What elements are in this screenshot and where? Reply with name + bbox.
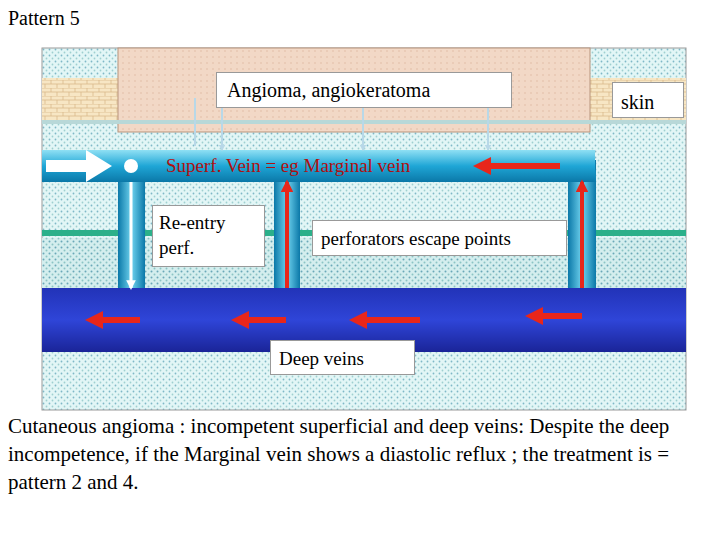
node-text: Deep veins: [270, 340, 415, 375]
angioma-block: [118, 48, 590, 132]
superficial-vein: [42, 150, 595, 182]
label-box: skin: [612, 82, 684, 118]
tissue-background: [42, 48, 686, 410]
diagram-title: Pattern 5: [8, 6, 80, 30]
reentry-perforator: [118, 170, 145, 300]
leak-line: [194, 98, 196, 146]
flow-arrow: [130, 182, 133, 288]
perforator-tube: [274, 170, 300, 300]
reflux-arrow: [482, 163, 560, 169]
node-text: Angioma, angiokeratoma: [217, 73, 511, 107]
inflow-arrow: [46, 150, 112, 182]
label-box: Re-entry perf.: [152, 205, 265, 267]
flow-arrow: [362, 108, 364, 150]
node-text: Re-entry perf.: [153, 206, 264, 264]
reflux-arrow: [94, 317, 140, 323]
vein-bend: [568, 150, 596, 182]
label-box: Angioma, angiokeratoma: [216, 72, 512, 108]
caption-text: Cutaneous angioma : incompetent superfic…: [8, 412, 714, 496]
reflux-arrow: [358, 317, 420, 323]
flow-arrow: [285, 182, 289, 288]
node-text: perforators escape points: [313, 221, 566, 257]
reflux-arrow: [534, 313, 582, 319]
node-text: Superf. Vein = eg Marginal vein: [166, 154, 410, 178]
vein-band: Deep veins: [42, 288, 686, 352]
flow-arrow: [487, 108, 489, 150]
label-box: perforators escape points: [312, 220, 567, 256]
flow-arrow: [221, 108, 223, 150]
reflux-arrow: [240, 317, 286, 323]
reentry-dot: [124, 159, 138, 173]
vein-band: Superf. Vein = eg Marginal vein: [42, 150, 595, 182]
flow-arrow: [580, 182, 584, 288]
node-text: skin: [613, 83, 683, 114]
